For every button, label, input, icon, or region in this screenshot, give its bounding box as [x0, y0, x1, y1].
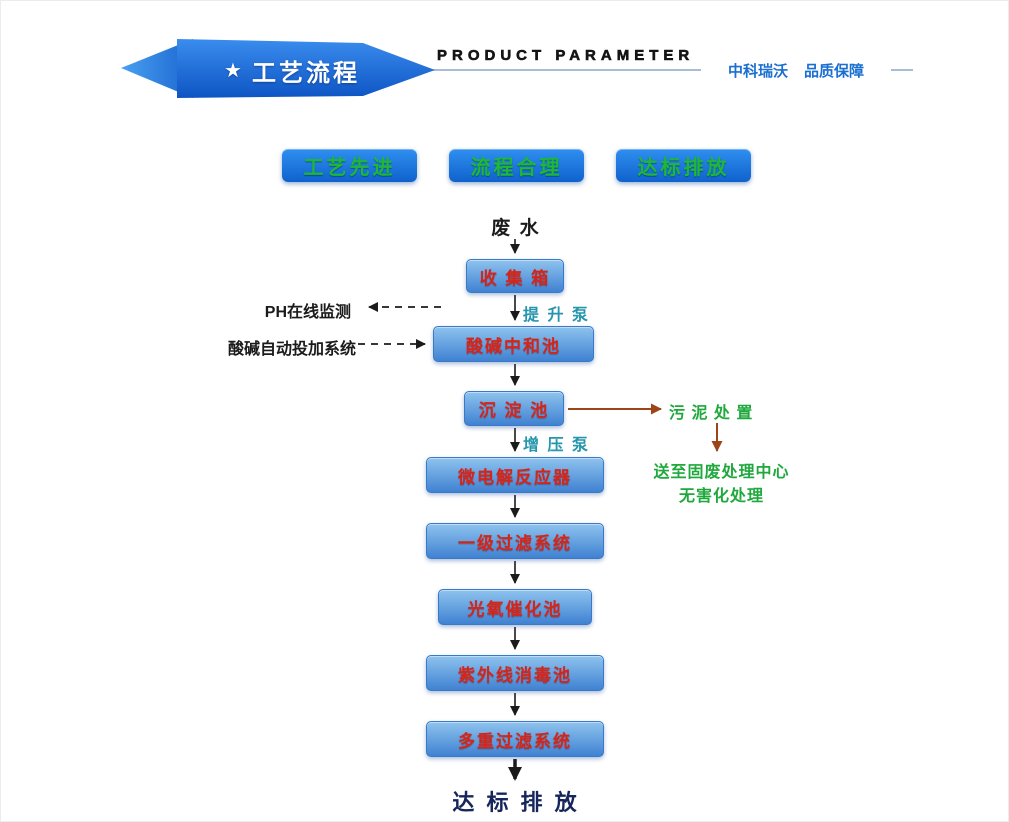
- brand-name: 中科瑞沃: [727, 62, 788, 80]
- flow-step-primary-filtration: 一级过滤系统: [426, 523, 604, 559]
- dosing-system-label: 酸碱自动投加系统: [227, 341, 356, 358]
- boost-pump-label: 增 压 泵: [523, 437, 590, 454]
- flow-step-neutralization-pool: 酸碱中和池: [433, 326, 594, 362]
- badge-reasonable-flow: 流程合理: [449, 149, 584, 182]
- flow-source-label: 废 水: [491, 218, 541, 239]
- sludge-disposal-label: 污 泥 处 置: [669, 405, 754, 422]
- ph-monitoring-label: PH在线监测: [264, 304, 351, 321]
- flow-step-multiple-filtration: 多重过滤系统: [426, 721, 604, 757]
- brand-line: 中科瑞沃 品质保障: [701, 59, 891, 81]
- flow-step-sedimentation-pool: 沉 淀 池: [464, 391, 564, 426]
- badge-advanced-process: 工艺先进: [282, 149, 417, 182]
- banner-left-tip: [121, 39, 193, 98]
- flow-outcome-label: 达 标 排 放: [452, 790, 580, 815]
- sludge-note-line1: 送至固废处理中心: [653, 464, 790, 481]
- banner-ribbon: [177, 39, 435, 98]
- flow-step-electrolysis-reactor: 微电解反应器: [426, 457, 604, 493]
- lift-pump-label: 提 升 泵: [523, 307, 590, 324]
- sludge-note-line2: 无害化处理: [678, 488, 764, 505]
- star-icon: ★: [224, 59, 242, 82]
- header-subtitle: PRODUCT PARAMETER: [437, 47, 695, 65]
- flow-step-uv-disinfection-pool: 紫外线消毒池: [426, 655, 604, 691]
- flow-step-photocatalytic-pool: 光氧催化池: [438, 589, 592, 625]
- flow-step-collection-tank: 收 集 箱: [466, 259, 564, 293]
- brand-tagline: 品质保障: [804, 62, 865, 80]
- banner-title: ★ 工艺流程: [197, 53, 387, 87]
- banner-title-text: 工艺流程: [251, 59, 360, 87]
- badge-standard-discharge: 达标排放: [616, 149, 751, 182]
